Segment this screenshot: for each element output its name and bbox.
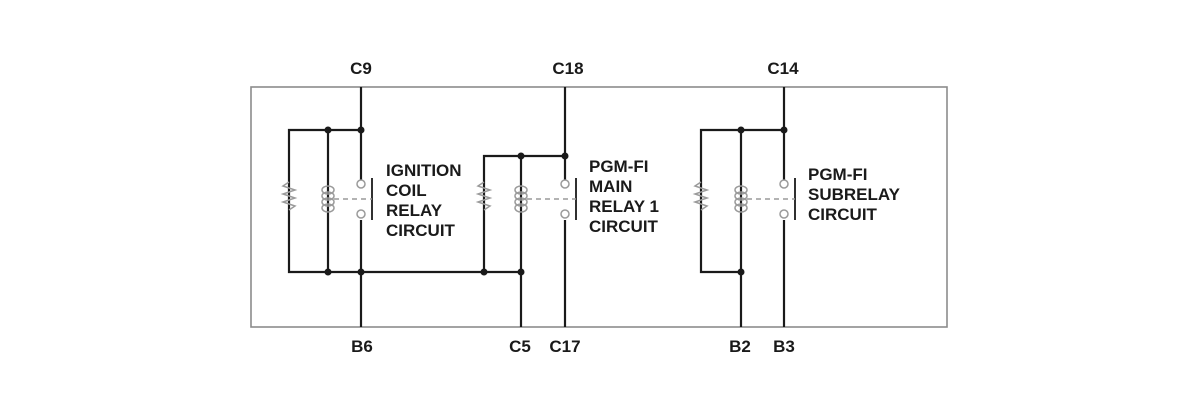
coil-symbol bbox=[734, 185, 748, 213]
junction-dot bbox=[780, 126, 788, 134]
pin-label-b3: B3 bbox=[773, 337, 795, 356]
housing-frame bbox=[250, 86, 948, 328]
coil-symbol bbox=[514, 185, 528, 213]
pin-label-c17: C17 bbox=[549, 337, 580, 356]
switch-contact-symbol bbox=[527, 178, 577, 220]
subrelay-label: PGM-FI SUBRELAY CIRCUIT bbox=[808, 165, 904, 224]
pin-label-c5: C5 bbox=[509, 337, 531, 356]
junction-dot bbox=[737, 268, 745, 276]
junction-dot bbox=[324, 268, 332, 276]
switch-contact-symbol bbox=[747, 178, 796, 220]
pin-label-b2: B2 bbox=[729, 337, 751, 356]
coil-symbol bbox=[321, 185, 335, 213]
junction-dot bbox=[357, 126, 365, 134]
ignition-relay-label: IGNITION COIL RELAY CIRCUIT bbox=[386, 161, 466, 240]
junction-dot bbox=[517, 268, 525, 276]
junction-dot bbox=[324, 126, 332, 134]
pgm-fi-main-relay: PGM-FI MAIN RELAY 1 CIRCUIT bbox=[475, 87, 664, 327]
resistor-symbol bbox=[692, 181, 710, 211]
main-relay-label: PGM-FI MAIN RELAY 1 CIRCUIT bbox=[589, 157, 664, 236]
pin-label-b6: B6 bbox=[351, 337, 373, 356]
junction-dot bbox=[517, 152, 525, 160]
junction-dot bbox=[480, 268, 488, 276]
junction-dot bbox=[357, 268, 365, 276]
junction-dot bbox=[737, 126, 745, 134]
junction-dot bbox=[561, 152, 569, 160]
resistor-symbol bbox=[475, 181, 493, 211]
switch-contact-symbol bbox=[334, 178, 373, 220]
pin-label-c14: C14 bbox=[767, 59, 799, 78]
pin-label-c9: C9 bbox=[350, 59, 372, 78]
resistor-symbol bbox=[280, 181, 298, 211]
pin-label-c18: C18 bbox=[552, 59, 583, 78]
pgm-fi-subrelay: PGM-FI SUBRELAY CIRCUIT bbox=[692, 87, 904, 327]
ignition-coil-relay: IGNITION COIL RELAY CIRCUIT bbox=[280, 87, 484, 327]
